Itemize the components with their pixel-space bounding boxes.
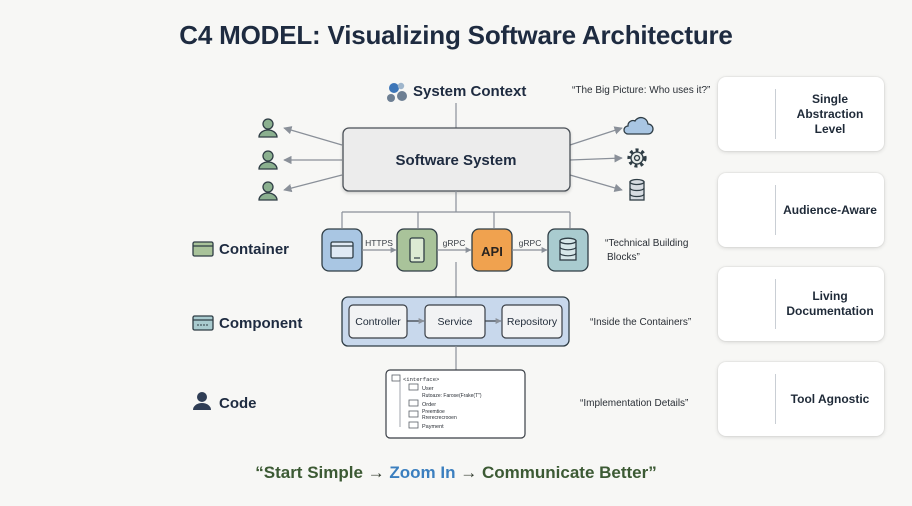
card-label-line: Abstraction Level xyxy=(796,106,864,136)
code-quote: “Implementation Details” xyxy=(580,398,689,409)
arrow-to-service xyxy=(569,154,623,163)
code-line: Payment xyxy=(422,424,444,430)
card-label: Tool Agnostic xyxy=(790,391,870,406)
code-line: User xyxy=(422,386,434,392)
container-quote-line: “Technical Building xyxy=(605,238,689,249)
card-divider xyxy=(775,279,776,329)
tagline-arrow: → xyxy=(460,463,478,482)
page-title: C4 MODEL: Visualizing Software Architect… xyxy=(179,20,733,50)
code-line: <interface> xyxy=(403,376,439,383)
software-system-label: Software System xyxy=(396,152,517,169)
component-level-label: Component xyxy=(219,315,303,332)
tagline: “Start Simple → Zoom In → Communicate Be… xyxy=(0,463,912,483)
grpc-label: gRPC xyxy=(519,238,542,248)
api-label: API xyxy=(481,244,503,259)
person-icon xyxy=(258,118,278,138)
tagline-end: Communicate Better” xyxy=(481,463,657,482)
database-icon xyxy=(559,237,577,261)
card-divider xyxy=(775,185,776,235)
grpc-label: gRPC xyxy=(443,238,466,248)
card-label-line: Living xyxy=(812,289,848,303)
card-label: Audience-Aware xyxy=(783,202,877,217)
code-level-label: Code xyxy=(219,395,257,412)
system-context-label: System Context xyxy=(413,83,527,100)
component-quote: “Inside the Containers” xyxy=(590,317,692,328)
code-line: Order xyxy=(422,402,436,408)
tagline-arrow: → xyxy=(367,463,385,482)
https-label: HTTPS xyxy=(365,238,393,248)
phone-icon xyxy=(409,237,425,263)
tagline-start: “Start Simple xyxy=(255,463,363,482)
repository-component xyxy=(501,304,563,339)
cloud-icon xyxy=(623,116,654,135)
arrow-to-user xyxy=(283,174,343,193)
code-line: Rrerecrecrooen xyxy=(422,415,457,421)
card-divider xyxy=(775,374,776,424)
card-label-line: Documentation xyxy=(786,304,874,318)
principle-card-tool-agnostic: Tool Agnostic xyxy=(718,362,884,436)
container-icon xyxy=(192,241,214,257)
arrow-to-cloud xyxy=(569,126,623,146)
container-level-label: Container xyxy=(219,241,290,258)
system-context-icon xyxy=(387,82,407,102)
code-line: Preemtioe xyxy=(422,409,445,415)
controller-label: Controller xyxy=(355,316,401,328)
browser-icon xyxy=(330,241,354,259)
principle-card-audience-aware: Audience-Aware xyxy=(718,173,884,247)
arrow-to-user xyxy=(283,126,343,146)
person-icon xyxy=(258,181,278,201)
person-icon xyxy=(258,150,278,170)
container-bracket xyxy=(341,191,571,228)
code-line: Rutoaze: Farose(Frake(T") xyxy=(422,393,482,399)
code-person-icon xyxy=(193,392,211,410)
card-divider xyxy=(775,89,776,139)
context-quote: “The Big Picture: Who uses it?” xyxy=(572,85,711,96)
arrow-to-database xyxy=(569,174,623,192)
container-quote: “Technical Building Blocks” xyxy=(605,237,688,265)
database-icon xyxy=(629,178,645,201)
service-label: Service xyxy=(437,316,472,328)
card-label-line: Single xyxy=(811,91,848,106)
component-icon xyxy=(192,315,214,331)
code-panel xyxy=(385,369,526,439)
repository-label: Repository xyxy=(507,316,558,328)
gear-icon xyxy=(627,148,647,168)
tagline-zoom: Zoom In xyxy=(389,463,456,482)
container-quote-line: Blocks” xyxy=(607,252,640,263)
